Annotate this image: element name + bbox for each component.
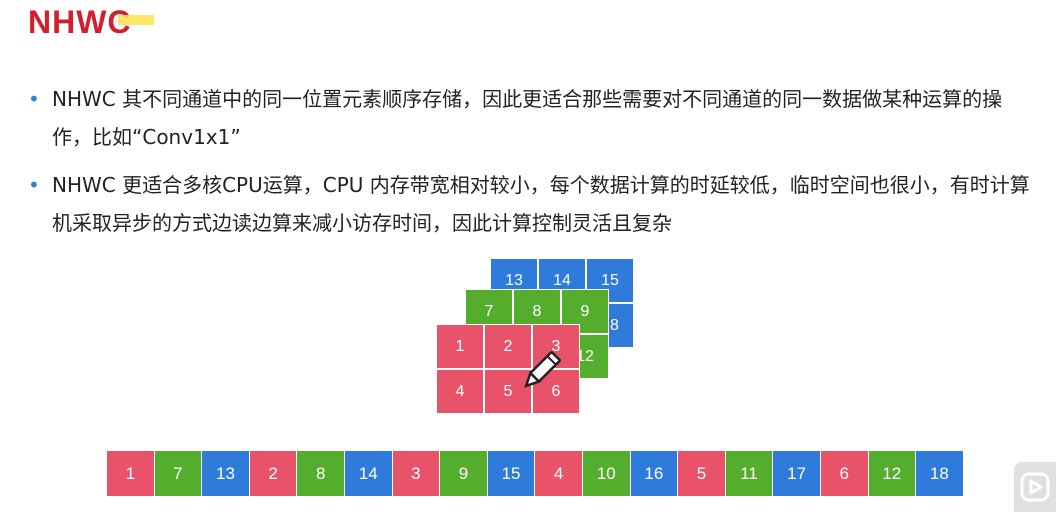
bullet-item: • NHWC 更适合多核CPU运算，CPU 内存带宽相对较小，每个数据计算的时延… [28, 166, 1038, 242]
strip-cell: 3 [392, 451, 440, 496]
bullet-item: • NHWC 其不同通道中的同一位置元素顺序存储，因此更适合那些需要对不同通道的… [28, 80, 1038, 156]
red-cell: 1 [437, 325, 483, 368]
strip-cell: 5 [678, 451, 725, 496]
strip-cell: 7 [154, 451, 202, 496]
strip-cell: 2 [249, 451, 297, 496]
bullet-text: NHWC 更适合多核CPU运算，CPU 内存带宽相对较小，每个数据计算的时延较低… [52, 173, 1030, 235]
strip-cell: 17 [773, 451, 820, 496]
strip-cell: 9 [440, 451, 487, 496]
green-cell: 9 [562, 290, 608, 333]
play-icon[interactable] [1014, 462, 1056, 512]
strip-cell: 14 [344, 451, 392, 496]
strip-cell: 11 [725, 451, 773, 496]
bullet-text: NHWC 其不同通道中的同一位置元素顺序存储，因此更适合那些需要对不同通道的同一… [52, 87, 1003, 149]
strip-cell: 4 [535, 451, 582, 496]
bullet-list: • NHWC 其不同通道中的同一位置元素顺序存储，因此更适合那些需要对不同通道的… [28, 80, 1038, 252]
bullet-dot: • [28, 173, 40, 197]
slide-title: NHWC [28, 4, 132, 40]
title-highlight [118, 15, 154, 25]
strip-cell: 6 [820, 451, 868, 496]
strip-cell: 18 [916, 451, 963, 496]
pen-icon [524, 351, 561, 388]
strip-cell: 8 [297, 451, 344, 496]
strip-cell: 16 [630, 451, 678, 496]
strip-cell: 1 [107, 451, 154, 496]
strip-cell: 12 [868, 451, 916, 496]
red-cell: 4 [437, 370, 483, 413]
red-cell: 2 [485, 325, 531, 368]
bullet-dot: • [28, 87, 40, 111]
strip-cell: 15 [487, 451, 535, 496]
strip-cell: 13 [202, 451, 249, 496]
red-cell: 5 [485, 370, 531, 413]
strip-cell: 10 [582, 451, 630, 496]
